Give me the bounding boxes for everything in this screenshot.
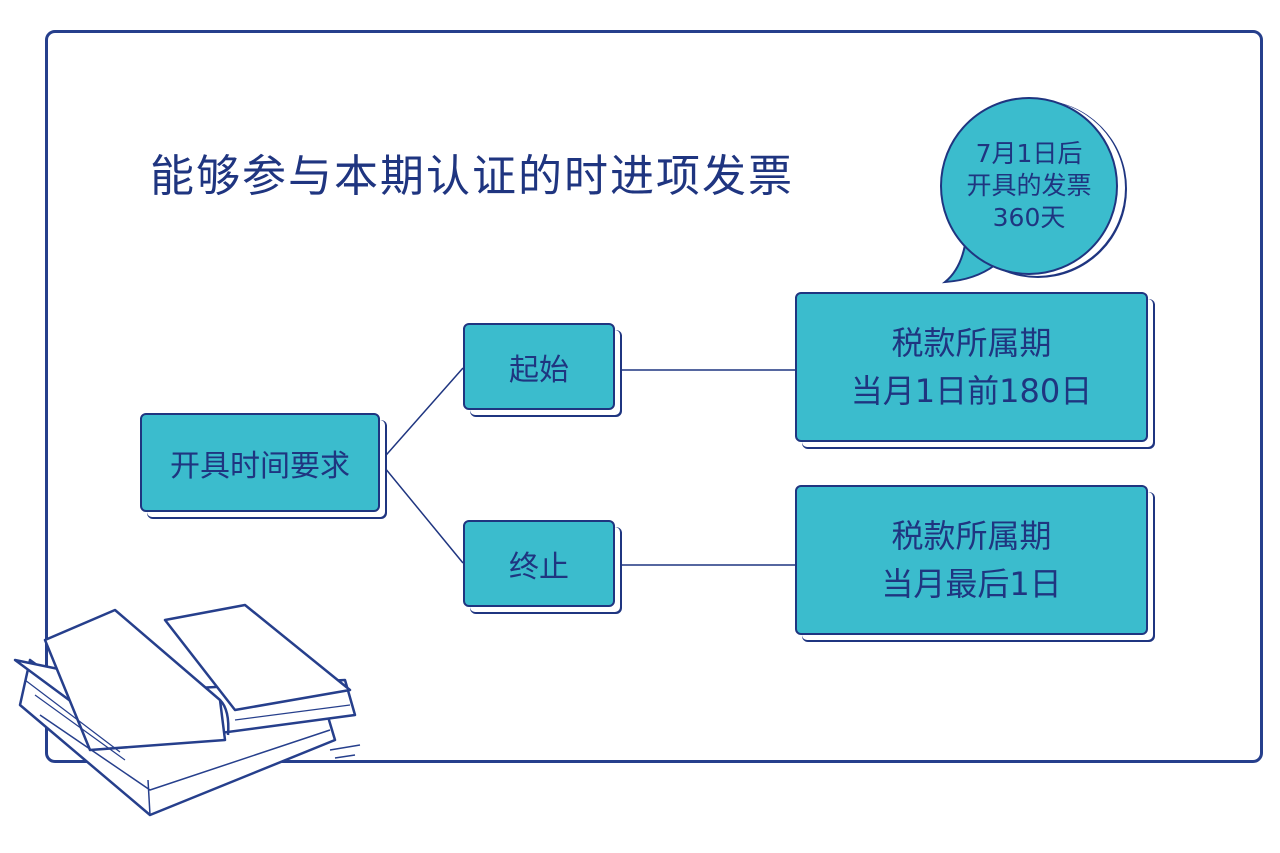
end-detail-line-2: 当月最后1日 [881, 565, 1062, 603]
end-label: 终止 [509, 549, 569, 585]
root-label: 开具时间要求 [170, 448, 350, 484]
start-detail-line-1: 税款所属期 [891, 324, 1052, 362]
bubble-tail [941, 244, 996, 284]
connector-root-start [379, 367, 464, 463]
note-bubble: 7月1日后 开具的发票 360天 [940, 97, 1118, 275]
start-node: 起始 [463, 323, 615, 410]
page-title: 能够参与本期认证的时进项发票 [150, 151, 794, 202]
bubble-line-2: 开具的发票 [966, 171, 1092, 200]
end-detail-line-1: 税款所属期 [891, 517, 1052, 555]
connector-root-end [379, 461, 464, 564]
end-node: 终止 [463, 520, 615, 607]
books-illustration [13, 603, 361, 817]
start-detail-node: 税款所属期 当月1日前180日 [795, 292, 1148, 442]
sketch-frame [45, 30, 1263, 763]
bubble-line-3: 360天 [992, 203, 1066, 232]
bubble-line-1: 7月1日后 [975, 139, 1083, 168]
start-detail-line-2: 当月1日前180日 [850, 372, 1093, 410]
end-detail-node: 税款所属期 当月最后1日 [795, 485, 1148, 635]
root-node: 开具时间要求 [140, 413, 380, 512]
start-label: 起始 [509, 352, 569, 388]
